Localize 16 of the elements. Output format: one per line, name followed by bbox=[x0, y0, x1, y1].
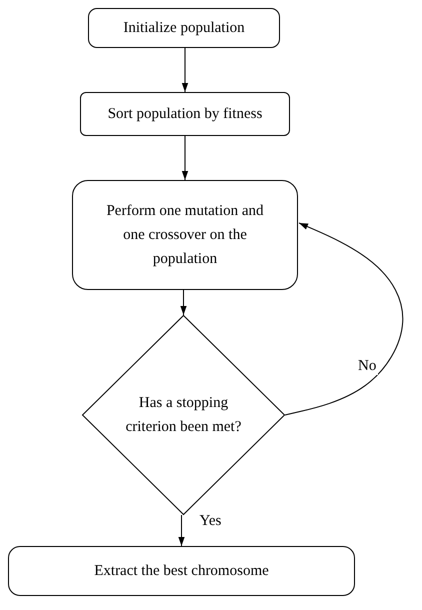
arrow bbox=[178, 514, 185, 546]
node-text: Sort population by fitness bbox=[108, 105, 262, 124]
node-text: Has a stopping criterion been met? bbox=[124, 394, 242, 437]
edge-label: No bbox=[356, 358, 378, 375]
node-text: Perform one mutation and one crossover on the population bbox=[105, 202, 265, 269]
process-box bbox=[72, 180, 298, 290]
process-box bbox=[8, 546, 355, 596]
arrow bbox=[180, 290, 187, 316]
arrow bbox=[182, 48, 188, 92]
arrow bbox=[182, 136, 188, 180]
arrow bbox=[284, 222, 404, 416]
process-box bbox=[88, 8, 280, 48]
process-box bbox=[80, 92, 290, 136]
node-text: Extract the best chromosome bbox=[94, 562, 269, 581]
decision-diamond bbox=[82, 315, 285, 515]
node-text: Initialize population bbox=[123, 19, 245, 38]
